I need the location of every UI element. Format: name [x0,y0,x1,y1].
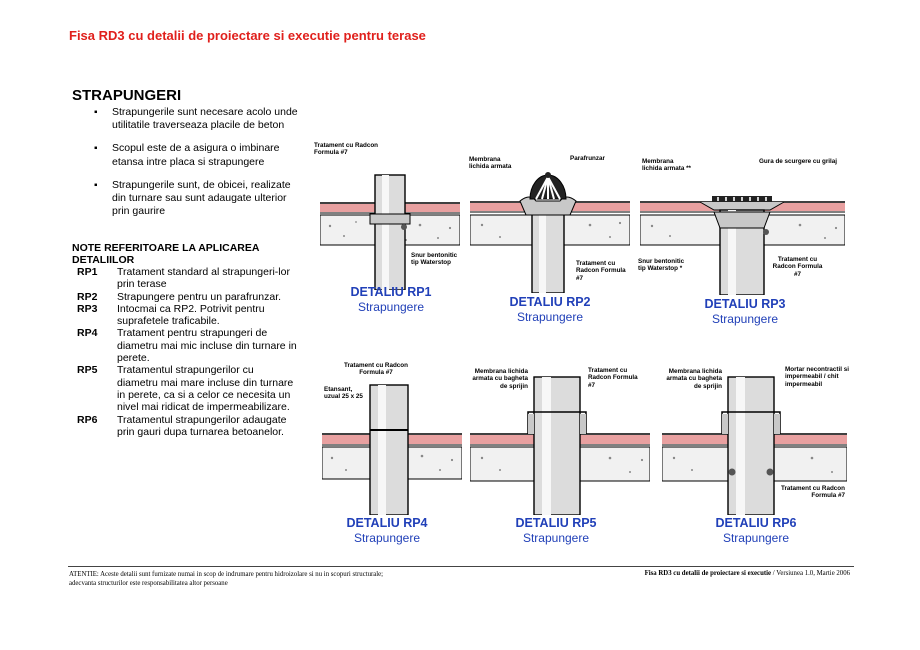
note-item: RP4 Tratament pentru strapungeri de diame… [77,327,302,364]
detail-rp2-drawing [470,172,630,293]
rp1-label-radcon: Tratament cu Radcon Formula #7 [314,142,379,157]
rp4-label-radcon: Tratament cu Radcon Formula #7 [343,362,409,377]
notes-heading: NOTE REFERITOARE LA APLICAREA DETALIILOR [72,242,260,266]
rp6-title: DETALIU RP6 [715,516,797,530]
document-title: Fisa RD3 cu detalii de proiectare si exe… [69,28,426,43]
note-text: Tratamentul strapungerilor adaugate prin… [117,413,287,438]
rp3-label-gura: Gura de scurgere cu grilaj [759,158,838,165]
note-text: Tratament standard al strapungeri-lor pr… [117,266,290,291]
note-text: Tratamentul strapungerilor cu diametru m… [117,364,294,414]
detail-rp5-drawing [470,376,650,515]
rp6-subtitle: Strapungere [722,531,790,545]
rp3-label-membrana: Membrana lichida armata ** [642,158,691,173]
note-code: RP2 [77,290,98,303]
footer-disclaimer-line1: ATENTIE: Aceste detalii sunt furnizate n… [69,571,384,578]
bullet-item: Strapungerile sunt, de obicei, realizate… [94,179,299,219]
rp1-subtitle: Strapungere [357,300,425,314]
note-item: RP3 Intocmai ca RP2. Potrivit pentru supr… [77,303,302,328]
rp2-title: DETALIU RP2 [509,295,591,309]
note-item: RP5 Tratamentul strapungerilor cu diametr… [77,364,302,413]
note-item: RP2 Strapungere pentru un parafrunzar. [77,291,302,303]
rp6-label-mortar: Mortar necontractil si impermeabil / chi… [785,366,850,388]
note-text: Strapungere pentru un parafrunzar. [117,290,282,303]
bullet-item: Scopul este de a asigura o imbinare etan… [94,142,299,168]
note-text: Tratament pentru strapungeri de diametru… [117,327,297,365]
note-code: RP1 [77,266,98,278]
rp3-subtitle: Strapungere [711,312,779,326]
rp2-label-parafrunzar: Parafrunzar [570,155,605,162]
footer-doc-name: Fisa RD3 cu detalii de proiectare si exe… [644,570,772,577]
rp6-label-radcon: Tratament cu Radcon Formula #7 [780,485,845,500]
rp3-label-snur: Snur bentonitic tip Waterstop * [638,258,685,273]
rp5-subtitle: Strapungere [522,531,590,545]
rp2-label-radcon: Tratament cu Radcon Formula #7 [576,260,626,282]
rp4-label-etansant: Etansant, uzual 25 x 25 [324,386,363,401]
footer-disclaimer: ATENTIE: Aceste detalii sunt furnizate n… [69,570,489,588]
rp5-label-membrana: Membrana lichida armata cu bagheta de sp… [472,368,528,390]
note-item: RP1 Tratament standard al strapungeri-lor… [77,266,302,291]
detail-rp6-drawing [662,376,847,515]
rp2-subtitle: Strapungere [516,310,584,324]
footer-version-text: / Versiunea 1.0, Martie 2006 [771,570,850,577]
detail-rp4-drawing [322,384,462,515]
footer-disclaimer-line2: adecvanta structurilor este responsabili… [69,580,228,587]
rp5-title: DETALIU RP5 [515,516,597,530]
note-text: Intocmai ca RP2. Potrivit pentru suprafe… [117,302,265,328]
section-heading: STRAPUNGERI [72,87,182,104]
bullet-item: Strapungerile sunt necesare acolo unde u… [94,106,299,132]
rp1-label-snur: Snur bentonitic tip Waterstop [411,252,458,267]
rp3-title: DETALIU RP3 [704,297,786,311]
rp4-subtitle: Strapungere [353,531,421,545]
bullet-list: Strapungerile sunt necesare acolo unde u… [94,106,299,228]
note-item: RP6 Tratamentul strapungerilor adaugate p… [77,414,302,439]
note-code: RP6 [77,413,98,426]
footer-divider [68,566,854,567]
rp2-label-membrana: Membrana lichida armata [469,156,512,171]
rp6-label-membrana: Membrana lichida armata cu bagheta de sp… [666,368,722,390]
rp5-label-radcon: Tratament cu Radcon Formula #7 [588,367,638,389]
note-code: RP5 [77,364,98,377]
detail-rp3-drawing [640,196,845,295]
detail-rp1-drawing [320,174,460,290]
rp4-title: DETALIU RP4 [346,516,428,530]
note-code: RP3 [77,302,98,315]
rp3-label-radcon: Tratament cu Radcon Formula #7 [772,256,823,278]
notes-list: RP1 Tratament standard al strapungeri-lor… [77,266,302,438]
footer-version: Fisa RD3 cu detalii de proiectare si exe… [540,570,850,577]
note-code: RP4 [77,327,98,340]
rp1-title: DETALIU RP1 [350,285,432,299]
